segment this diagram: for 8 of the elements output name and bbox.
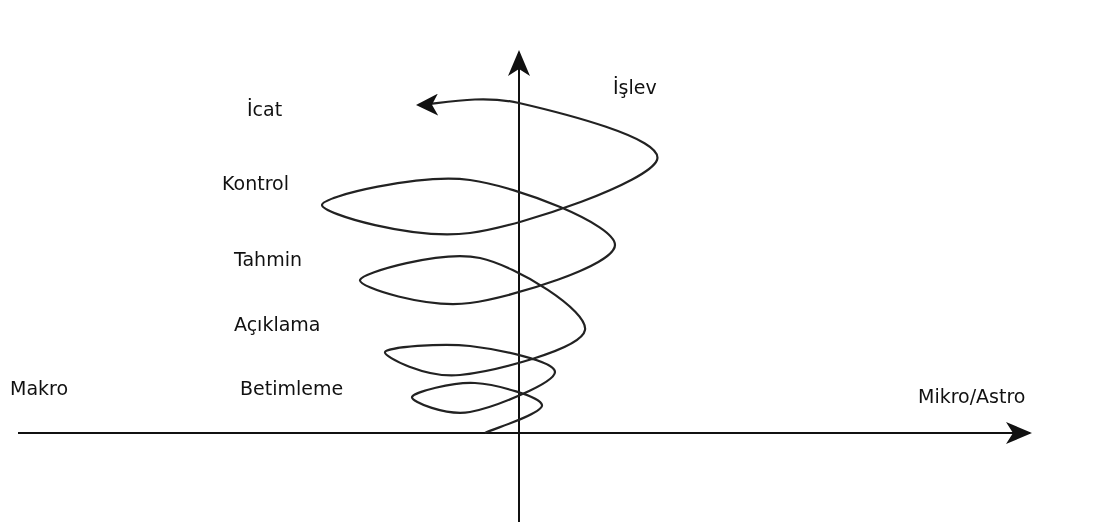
- stage-label: Açıklama: [234, 313, 321, 336]
- stage-label: Kontrol: [222, 172, 289, 195]
- axis-label: İşlev: [613, 76, 657, 99]
- axis-label: Makro: [10, 377, 69, 400]
- stage-label: İcat: [247, 98, 283, 121]
- stage-label: Betimleme: [240, 377, 344, 400]
- stage-label: Tahmin: [234, 248, 302, 271]
- axis-label: Mikro/Astro: [918, 385, 1026, 408]
